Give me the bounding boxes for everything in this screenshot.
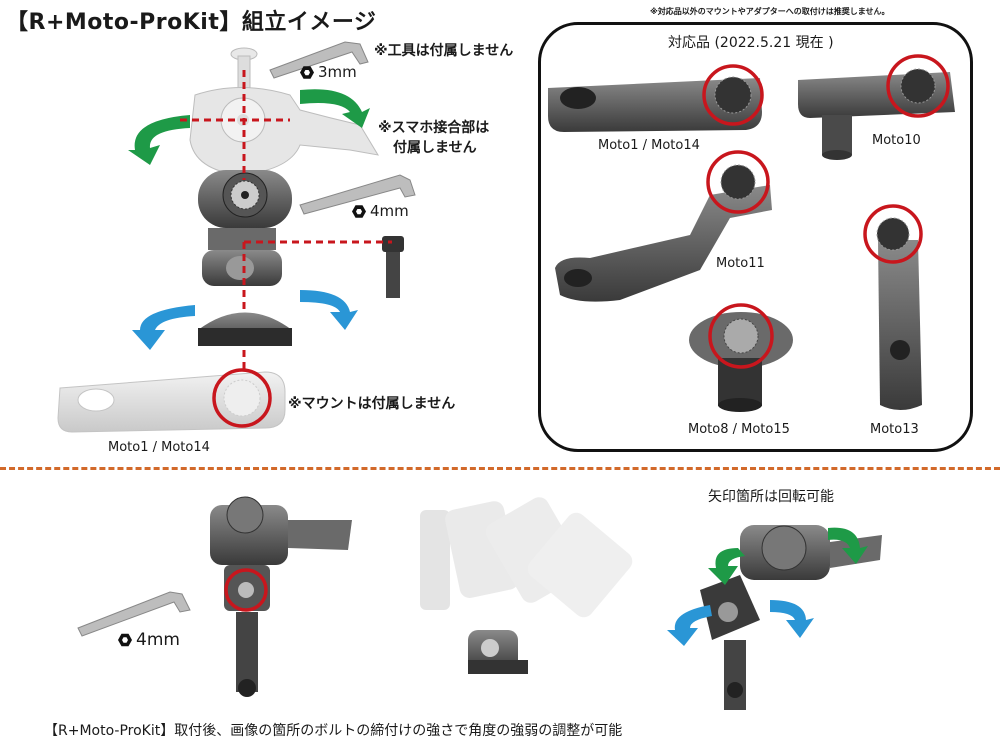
product-moto1 <box>548 64 764 132</box>
caption-moto11: Moto11 <box>716 256 765 271</box>
allen-key-bottom-icon <box>77 591 191 637</box>
mount-label: Moto1 / Moto14 <box>108 440 210 455</box>
mounted-unit-side <box>210 496 352 697</box>
caption-moto10: Moto10 <box>872 133 921 148</box>
rotation-demo-unit <box>700 525 882 710</box>
mount-moto1 <box>57 368 286 433</box>
rotate-arrow-green-right-icon <box>300 89 370 128</box>
product-moto10 <box>798 54 955 160</box>
rotate-arrow-green-left-icon <box>128 115 190 165</box>
disc-adapter <box>198 170 292 228</box>
footer-note: 【R+Moto-ProKit】取付後、画像の箇所のボルトの締付けの強さで角度の強… <box>44 723 623 739</box>
hex-socket-icon <box>352 205 366 218</box>
hex-4mm-bottom-text: 4mm <box>136 630 180 650</box>
hex-socket-icon <box>118 633 132 647</box>
rotation-note: 矢印箇所は回転可能 <box>708 489 834 505</box>
hex-4mm-label: 4mm <box>352 202 409 220</box>
hex-4mm-text: 4mm <box>370 202 409 220</box>
hinge-joint <box>202 228 282 286</box>
product-moto11 <box>555 150 772 302</box>
hex-socket-icon <box>300 66 314 79</box>
hex-3mm-label: 3mm <box>300 63 357 81</box>
note-mount: ※マウントは付属しません <box>288 396 456 412</box>
note-phone-connector-1: ※スマホ接合部は <box>378 120 490 136</box>
rotate-arrow-blue-right-icon <box>300 290 358 330</box>
caption-moto8: Moto8 / Moto15 <box>688 422 790 437</box>
alignment-guides <box>180 70 392 372</box>
disclaimer-text: ※対応品以外のマウントやアダプターへの取付けは推奨しません。 <box>650 7 890 16</box>
note-phone-connector-2: 付属しません <box>393 140 477 156</box>
angle-motion-ghost <box>420 497 633 618</box>
caption-moto1: Moto1 / Moto14 <box>598 138 700 153</box>
product-moto8 <box>689 303 793 412</box>
hex-4mm-bottom-label: 4mm <box>118 630 180 650</box>
rotate-arrow-green-bottom-right-icon <box>828 527 868 564</box>
note-tools: ※工具は付属しません <box>374 43 514 59</box>
page-title: 【R+Moto-ProKit】組立イメージ <box>6 10 377 35</box>
hex-3mm-text: 3mm <box>318 63 357 81</box>
caption-moto13: Moto13 <box>870 422 919 437</box>
rotate-arrow-blue-bottom-right-icon <box>770 600 814 638</box>
product-moto13 <box>863 204 923 410</box>
base-dome <box>198 312 292 346</box>
allen-key-3mm-icon <box>269 41 369 79</box>
compatible-heading: 対応品 (2022.5.21 現在 ) <box>668 35 834 51</box>
angle-motion-base <box>468 630 528 674</box>
rotate-arrow-blue-bottom-left-icon <box>667 605 712 646</box>
section-divider <box>0 467 1000 470</box>
allen-key-4mm-icon <box>299 174 416 215</box>
hinge-bolt <box>382 236 404 298</box>
compatible-products-frame <box>538 22 973 452</box>
rotate-arrow-blue-left-icon <box>132 305 195 350</box>
rotate-arrow-green-bottom-left-icon <box>708 548 745 585</box>
